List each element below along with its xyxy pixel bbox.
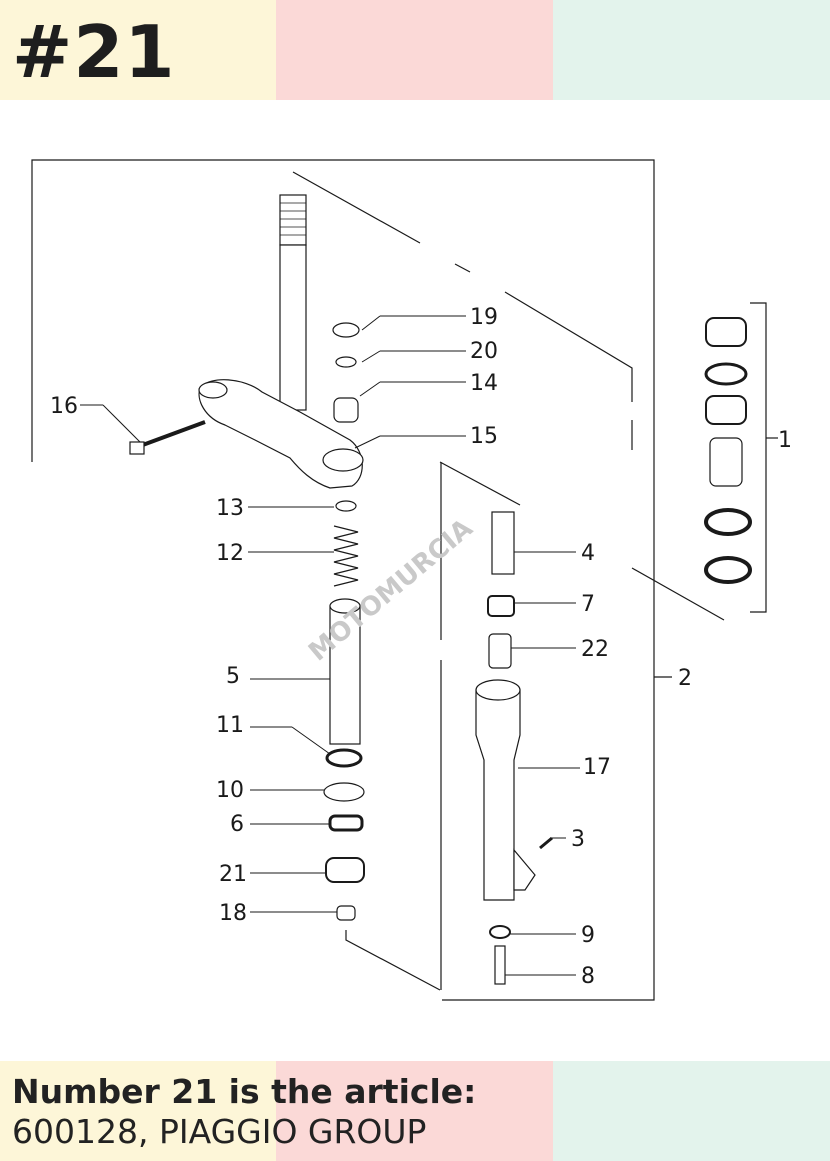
triple-clamp: [198, 379, 363, 489]
part-22-bushing: [488, 633, 512, 669]
bolt-16: [139, 420, 206, 448]
clamp-hole-left: [198, 381, 228, 399]
bearing-race-lower: [704, 556, 752, 584]
part-21-bushing: [325, 857, 365, 883]
callout-5: 5: [226, 664, 240, 689]
watermark-text: MOTOMURCIA: [303, 513, 478, 667]
frame-diagonal-2: [504, 291, 633, 402]
frame-diagonal-dash: [454, 263, 471, 273]
part-number-badge: #21: [12, 10, 176, 94]
part-9-washer: [489, 925, 511, 939]
part-17-fork-leg: [475, 689, 521, 901]
part-8-bolt: [494, 945, 506, 985]
callout-9: 9: [581, 923, 595, 948]
stem-tube: [279, 244, 307, 411]
bearing-washer: [704, 362, 748, 386]
callout-8: 8: [581, 964, 595, 989]
footer-band: [0, 1061, 830, 1161]
part-19-cap: [332, 322, 360, 338]
exploded-parts-diagram: MOTOMURCIA 1 2 3 4 5 6 7 8 9 10 11 12 13…: [31, 159, 792, 1001]
part-18-nut: [336, 905, 356, 921]
callout-14: 14: [470, 371, 498, 396]
article-caption: Number 21 is the article: 600128, PIAGGI…: [12, 1072, 476, 1152]
fork-connector-bottom: [345, 930, 441, 991]
callout-13: 13: [216, 496, 244, 521]
bolt-16-head: [129, 441, 145, 455]
stem-thread: [279, 194, 307, 246]
header-band-yellow: [0, 0, 276, 100]
callout-12: 12: [216, 541, 244, 566]
callout-16: 16: [50, 394, 78, 419]
part-6-bearing: [328, 814, 364, 832]
header-band: [0, 0, 830, 100]
part-4-rod: [491, 511, 515, 575]
part-17-mount: [513, 848, 536, 891]
leader-lines: [80, 315, 580, 976]
header-band-pink: [276, 0, 553, 100]
caption-title: Number 21 is the article:: [12, 1072, 477, 1111]
caption-article: 600128, PIAGGIO GROUP: [12, 1112, 427, 1151]
part-3-screw: [539, 836, 553, 850]
footer-band-yellow: [0, 1061, 276, 1161]
callout-4: 4: [581, 541, 595, 566]
part-20-ring: [335, 356, 357, 368]
part-13-ring: [335, 500, 357, 512]
callout-17: 17: [583, 755, 611, 780]
part-5-top: [329, 598, 361, 614]
frame-outline: [31, 159, 655, 1001]
callout-19: 19: [470, 305, 498, 330]
callout-15: 15: [470, 424, 498, 449]
callout-20: 20: [470, 339, 498, 364]
bearing-nut-lower: [705, 395, 747, 425]
part-14-plug: [333, 397, 359, 423]
stem-thread-lines: [280, 202, 306, 236]
footer-band-mint: [553, 1061, 830, 1161]
header-band-mint: [553, 0, 830, 100]
bearing-spacer: [709, 437, 743, 487]
callout-1: 1: [778, 428, 792, 453]
part-17-top: [475, 679, 521, 701]
part-5-tube: [329, 605, 361, 745]
bearing-nut-top: [705, 317, 747, 347]
bracket-1: [750, 302, 767, 613]
bearing-connector: [631, 567, 725, 621]
footer-band-pink: [276, 1061, 553, 1161]
clamp-hole-right: [322, 448, 364, 472]
bearing-race-upper: [704, 508, 752, 536]
callout-2: 2: [678, 666, 692, 691]
callout-22: 22: [581, 637, 609, 662]
part-10-ring: [323, 782, 365, 802]
fork-connector-top: [439, 461, 521, 506]
callout-11: 11: [216, 713, 244, 738]
part-7-bushing: [487, 595, 515, 617]
callout-numbers: 1 2 3 4 5 6 7 8 9 10 11 12 13 14 15 16 1…: [50, 305, 792, 989]
part-12-spring: [333, 525, 359, 587]
part-11-seal: [325, 748, 363, 768]
callout-7: 7: [581, 592, 595, 617]
callout-21: 21: [219, 862, 247, 887]
callout-18: 18: [219, 901, 247, 926]
frame-diagonal: [292, 171, 421, 244]
callout-10: 10: [216, 778, 244, 803]
callout-3: 3: [571, 827, 585, 852]
callout-6: 6: [230, 812, 244, 837]
